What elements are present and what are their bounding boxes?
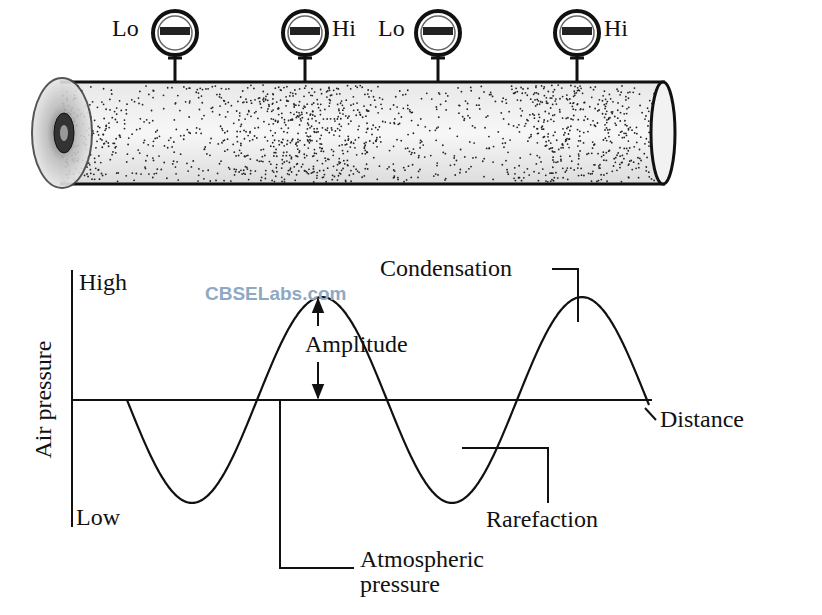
pressure-gauge xyxy=(555,11,599,82)
axis-title: Air pressure xyxy=(31,341,56,459)
air-particles xyxy=(61,84,662,183)
pressure-wave xyxy=(127,297,649,503)
rarefaction-label: Rarefaction xyxy=(486,507,598,532)
amplitude-label: Amplitude xyxy=(305,332,408,357)
gauge-label: Lo xyxy=(112,16,139,41)
axis-label: Low xyxy=(76,505,120,530)
distance-label: Distance xyxy=(660,407,744,432)
air-tube xyxy=(60,82,675,184)
watermark: CBSELabs.com xyxy=(205,284,346,304)
leader-line xyxy=(462,448,548,503)
condensation-label: Condensation xyxy=(380,256,512,281)
gauge-label: Hi xyxy=(604,16,628,41)
loudspeaker xyxy=(32,78,92,188)
pressure-gauge xyxy=(153,11,197,82)
gauge-label: Hi xyxy=(332,16,356,41)
pressure-gauge xyxy=(416,11,460,82)
gauge-label: Lo xyxy=(378,16,405,41)
amplitude-arrow xyxy=(317,362,319,398)
atmospheric-line xyxy=(72,399,652,401)
leader-line xyxy=(552,269,578,322)
atmospheric-label: Atmospheric pressure xyxy=(360,547,510,597)
leader-line xyxy=(280,400,354,568)
pressure-graph xyxy=(72,269,656,568)
pressure-axis xyxy=(71,270,73,527)
axis-label: High xyxy=(79,270,127,295)
leader-line xyxy=(645,408,656,420)
pressure-gauge xyxy=(283,11,327,82)
